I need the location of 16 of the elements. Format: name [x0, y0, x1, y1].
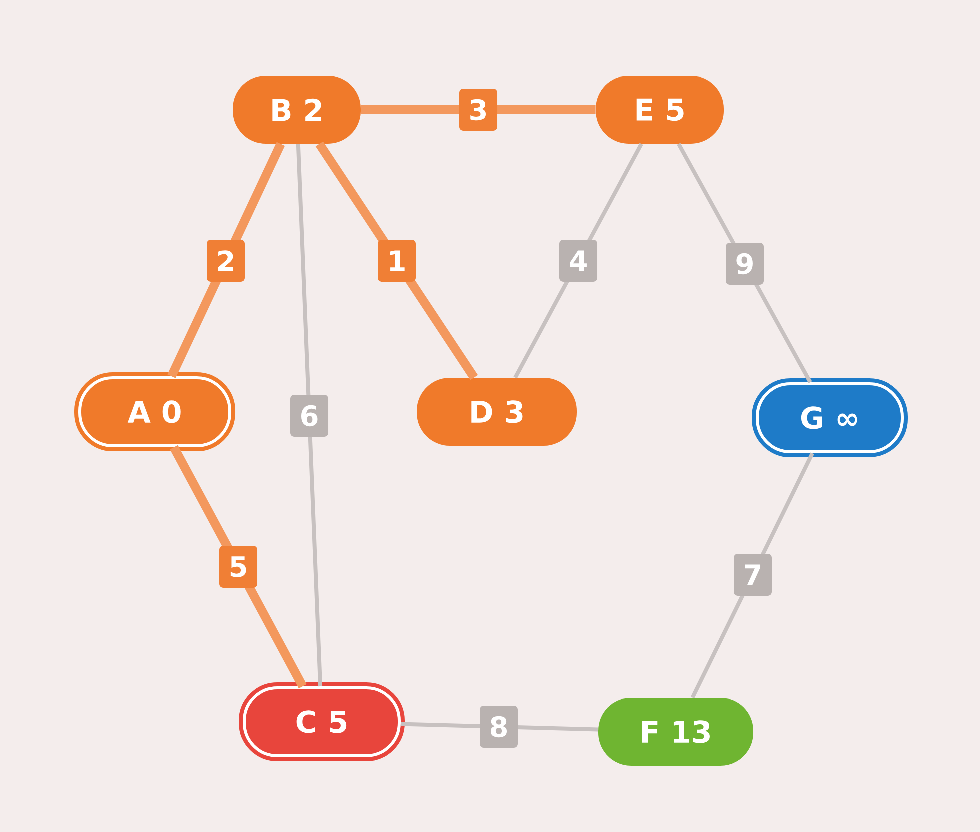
- edge-label: 1: [378, 240, 416, 282]
- node-pill: A 0: [74, 372, 236, 452]
- connector-line: [361, 106, 596, 114]
- edge-label: 2: [207, 240, 245, 282]
- connector-line: [296, 144, 323, 687]
- node-pill: E 5: [596, 76, 724, 144]
- node-pill: B 2: [233, 76, 361, 144]
- node-pill: G ∞: [752, 378, 908, 458]
- edge-label: 6: [290, 395, 328, 437]
- edge-label: 3: [460, 89, 498, 131]
- edge-label: 4: [560, 240, 598, 282]
- edge-label: 7: [734, 554, 772, 596]
- edge-label: 5: [220, 546, 258, 588]
- edge-label: 9: [726, 243, 764, 285]
- edge-label: 8: [480, 706, 518, 748]
- node-pill: C 5: [239, 682, 405, 762]
